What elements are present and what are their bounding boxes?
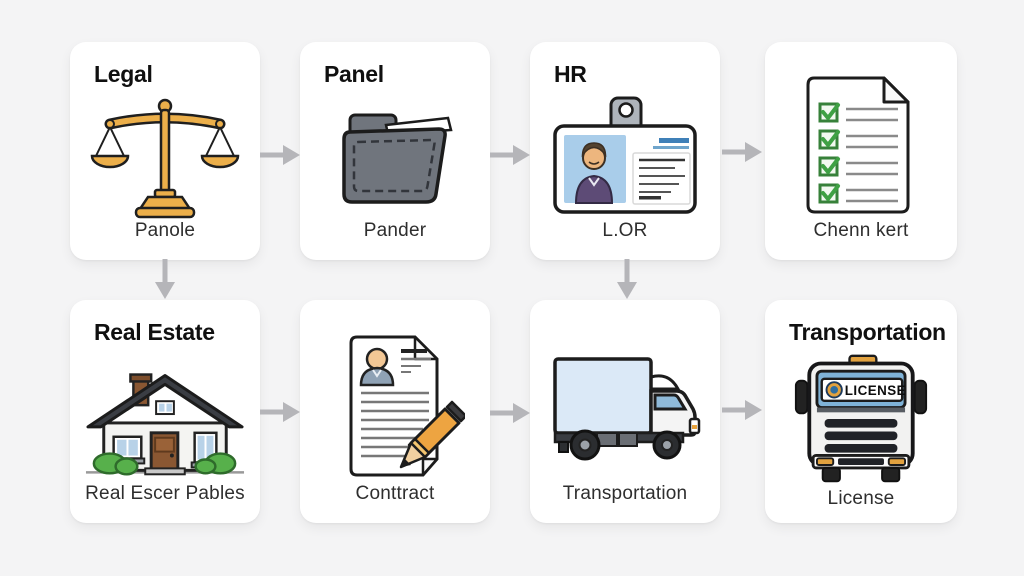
checklist-icon (779, 70, 943, 220)
card-title: Legal (94, 61, 153, 87)
card-caption: License (827, 488, 895, 509)
truck-side-icon (544, 328, 706, 483)
card-caption: Pander (363, 220, 427, 241)
card-title (314, 314, 476, 328)
card-caption: Chenn kert (813, 220, 909, 241)
arrow-right-icon (258, 142, 302, 168)
card-real-estate: Real Estate (70, 300, 260, 523)
card-hr: HR L.OR (530, 42, 720, 260)
card-title (779, 56, 943, 70)
folder-icon (314, 94, 476, 220)
arrow-right-icon (258, 399, 302, 425)
contract-icon (314, 328, 476, 483)
scales-icon (84, 94, 246, 220)
arrow-down-icon (152, 257, 178, 301)
card-license: Transportation LICENSE (765, 300, 957, 523)
card-caption: Transportation (562, 483, 688, 504)
id-badge-icon (544, 94, 706, 220)
card-caption: Real Escer Pables (85, 483, 245, 504)
card-contract: Conttract (300, 300, 490, 523)
arrow-right-icon (720, 397, 764, 423)
card-checklist: Chenn kert (765, 42, 957, 260)
arrow-right-icon (720, 139, 764, 165)
card-title: HR (554, 61, 587, 87)
arrow-right-icon (488, 400, 532, 426)
card-caption: L.OR (602, 220, 648, 241)
card-title: Transportation (789, 319, 946, 345)
house-icon (84, 352, 246, 483)
card-title: Real Estate (94, 319, 215, 345)
card-transportation: Transportation (530, 300, 720, 523)
license-banner-text: LICENSE (845, 383, 906, 398)
card-panel: Panel Pander (300, 42, 490, 260)
card-title: Panel (324, 61, 384, 87)
arrow-right-icon (488, 142, 532, 168)
card-caption: Panole (134, 220, 196, 241)
arrow-down-icon (614, 257, 640, 301)
card-title (544, 314, 706, 328)
card-legal: Legal Panole (70, 42, 260, 260)
truck-front-license-icon: LICENSE (779, 352, 943, 488)
card-caption: Conttract (355, 483, 435, 504)
